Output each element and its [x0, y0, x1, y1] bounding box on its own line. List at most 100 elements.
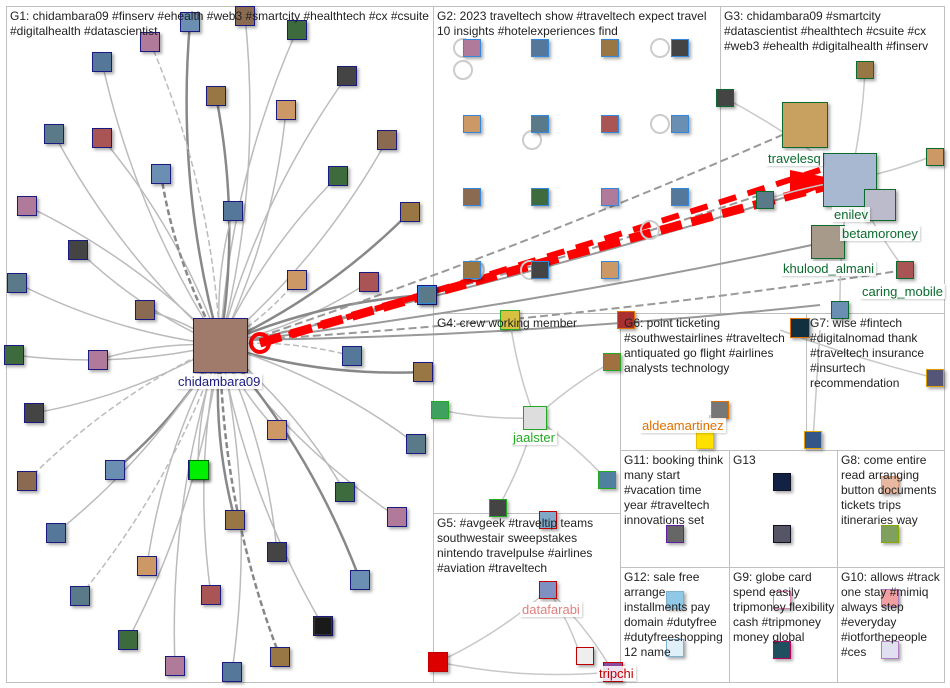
node-avatar[interactable] [350, 570, 370, 590]
node-avatar[interactable] [601, 261, 619, 279]
node-avatar[interactable] [539, 511, 557, 529]
node-avatar[interactable] [135, 300, 155, 320]
node-avatar[interactable] [46, 523, 66, 543]
node-avatar[interactable] [17, 196, 37, 216]
node-avatar[interactable] [601, 115, 619, 133]
node-avatar[interactable] [431, 401, 449, 419]
node-avatar[interactable] [225, 510, 245, 530]
node-avatar[interactable] [223, 201, 243, 221]
node-avatar[interactable] [831, 301, 849, 319]
node-avatar[interactable] [666, 525, 684, 543]
node-avatar[interactable] [881, 589, 899, 607]
node-avatar[interactable] [222, 662, 242, 682]
node-avatar[interactable] [756, 191, 774, 209]
node-avatar[interactable] [716, 89, 734, 107]
node-avatar[interactable] [463, 261, 481, 279]
node-avatar[interactable] [118, 630, 138, 650]
node-avatar[interactable] [463, 188, 481, 206]
node-label-tripchi[interactable]: tripchi [597, 666, 636, 681]
node-avatar[interactable] [180, 12, 200, 32]
node-label-travelesq[interactable]: travelesq [766, 151, 823, 166]
node-avatar[interactable] [773, 473, 791, 491]
node-avatar[interactable] [276, 100, 296, 120]
node-avatar[interactable] [881, 641, 899, 659]
node-avatar[interactable] [92, 128, 112, 148]
node-avatar[interactable] [463, 115, 481, 133]
node-avatar[interactable] [500, 310, 520, 330]
node-avatar[interactable] [140, 32, 160, 52]
node-khulood-almani[interactable] [811, 225, 845, 259]
node-avatar[interactable] [151, 164, 171, 184]
node-avatar[interactable] [68, 240, 88, 260]
node-avatar[interactable] [270, 647, 290, 667]
node-avatar[interactable] [598, 471, 616, 489]
node-avatar[interactable] [70, 586, 90, 606]
node-avatar[interactable] [531, 39, 549, 57]
node-avatar[interactable] [671, 115, 689, 133]
node-avatar[interactable] [287, 270, 307, 290]
node-avatar[interactable] [881, 476, 899, 494]
node-avatar[interactable] [856, 61, 874, 79]
node-label-jaalster[interactable]: jaalster [511, 430, 557, 445]
node-label-datafarabi[interactable]: datafarabi [520, 602, 582, 617]
node-avatar[interactable] [666, 639, 684, 657]
node-avatar[interactable] [603, 353, 621, 371]
node-avatar[interactable] [359, 272, 379, 292]
node-avatar[interactable] [377, 130, 397, 150]
node-avatar[interactable] [287, 20, 307, 40]
node-avatar[interactable] [165, 656, 185, 676]
node-avatar[interactable] [24, 403, 44, 423]
node-avatar[interactable] [44, 124, 64, 144]
node-avatar[interactable] [576, 647, 594, 665]
node-avatar[interactable] [773, 641, 791, 659]
node-avatar[interactable] [896, 261, 914, 279]
node-label-aldeamartinez[interactable]: aldeamartinez [640, 418, 726, 433]
node-avatar[interactable] [387, 507, 407, 527]
node-avatar[interactable] [617, 311, 635, 329]
node-avatar[interactable] [88, 350, 108, 370]
node-avatar[interactable] [601, 39, 619, 57]
node-avatar[interactable] [342, 346, 362, 366]
node-avatar[interactable] [267, 420, 287, 440]
node-avatar[interactable] [671, 39, 689, 57]
node-avatar[interactable] [881, 525, 899, 543]
node-avatar[interactable] [489, 499, 507, 517]
node-label-enilev[interactable]: enilev [832, 207, 870, 222]
node-datafarabi[interactable] [539, 581, 557, 599]
node-label-chidambara09[interactable]: chidambara09 [176, 374, 263, 389]
node-avatar[interactable] [531, 115, 549, 133]
node-avatar[interactable] [400, 202, 420, 222]
node-jaalster[interactable] [523, 406, 547, 430]
node-avatar[interactable] [413, 362, 433, 382]
node-avatar[interactable] [335, 482, 355, 502]
node-label-betamoroney[interactable]: betamoroney [840, 226, 920, 241]
node-avatar[interactable] [17, 471, 37, 491]
node-avatar[interactable] [201, 585, 221, 605]
node-aldeamartinez[interactable] [711, 401, 729, 419]
node-avatar[interactable] [4, 345, 24, 365]
node-avatar[interactable] [790, 318, 810, 338]
node-label-khulood-almani[interactable]: khulood_almani [781, 261, 877, 276]
node-chidambara09[interactable] [192, 317, 248, 373]
node-avatar[interactable] [773, 591, 791, 609]
node-avatar[interactable] [601, 188, 619, 206]
node-avatar[interactable] [926, 369, 944, 387]
node-avatar[interactable] [206, 86, 226, 106]
node-avatar[interactable] [337, 66, 357, 86]
node-avatar[interactable] [773, 525, 791, 543]
node-avatar[interactable] [531, 188, 549, 206]
node-avatar[interactable] [105, 460, 125, 480]
node-travelesq[interactable] [782, 102, 828, 148]
node-avatar[interactable] [463, 39, 481, 57]
node-avatar[interactable] [328, 166, 348, 186]
node-label-caring-mobile[interactable]: caring_mobile [860, 284, 945, 299]
node-avatar[interactable] [7, 273, 27, 293]
node-avatar[interactable] [418, 286, 436, 304]
node-avatar[interactable] [314, 617, 332, 635]
node-avatar[interactable] [92, 52, 112, 72]
node-avatar[interactable] [235, 6, 255, 26]
node-skift[interactable] [696, 431, 714, 449]
node-avatar[interactable] [189, 460, 209, 480]
node-avatar[interactable] [671, 188, 689, 206]
node-avatar[interactable] [926, 148, 944, 166]
